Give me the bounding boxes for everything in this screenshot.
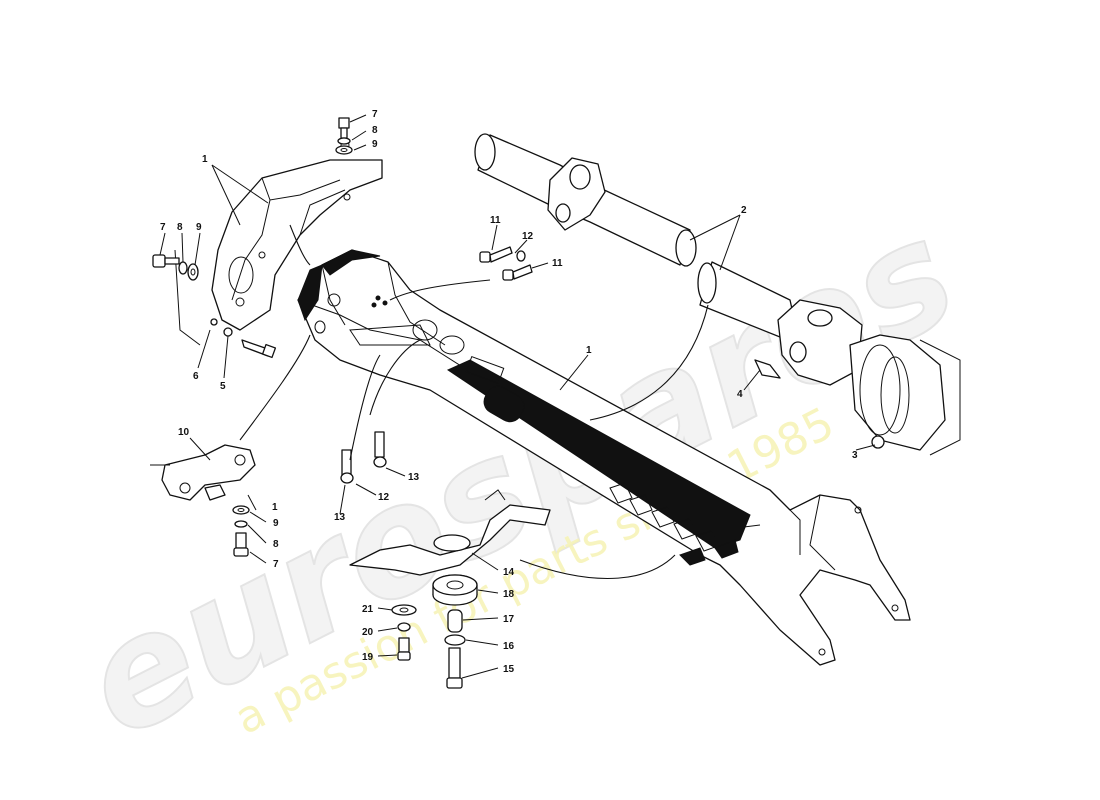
callout-1-top: 1 bbox=[202, 154, 208, 165]
callout-7-left: 7 bbox=[160, 222, 166, 233]
crossmember-main bbox=[297, 249, 911, 666]
bracket-10 bbox=[150, 444, 256, 501]
callout-9-top: 9 bbox=[372, 139, 378, 150]
callout-1-mid: 1 bbox=[586, 345, 592, 356]
bolt-stack-left bbox=[152, 254, 199, 281]
callout-20: 20 bbox=[362, 627, 374, 638]
callout-18: 18 bbox=[503, 589, 515, 600]
mount-plate-14 bbox=[349, 489, 551, 596]
mounting-bracket-upper bbox=[174, 140, 383, 346]
bolt-set-11-12 bbox=[479, 246, 533, 281]
callout-5: 5 bbox=[220, 381, 226, 392]
callout-3: 3 bbox=[852, 450, 858, 461]
callout-19: 19 bbox=[362, 652, 374, 663]
callout-2: 2 bbox=[741, 205, 747, 216]
callout-labels: 1 7 8 9 7 8 9 6 5 11 12 11 2 1 4 3 10 1 … bbox=[160, 109, 858, 675]
assembly-arrows bbox=[239, 224, 709, 580]
callout-8-low: 8 bbox=[273, 539, 279, 550]
callout-21: 21 bbox=[362, 604, 374, 615]
callout-12-top: 12 bbox=[522, 231, 534, 242]
callout-6: 6 bbox=[193, 371, 199, 382]
propeller-shaft-front bbox=[474, 133, 697, 267]
callout-4: 4 bbox=[737, 389, 743, 400]
propeller-shaft-rear bbox=[697, 261, 961, 456]
callout-7-low: 7 bbox=[273, 559, 279, 570]
bolt-5 bbox=[210, 318, 277, 359]
small-bolt-stack bbox=[391, 604, 417, 661]
callout-13-b: 13 bbox=[334, 512, 346, 523]
callout-9-low: 9 bbox=[273, 518, 279, 529]
bolt-stack-top bbox=[335, 117, 353, 155]
callout-13-a: 13 bbox=[408, 472, 420, 483]
callout-7-top: 7 bbox=[372, 109, 378, 120]
callout-11-b: 11 bbox=[552, 258, 563, 269]
bolt-set-12-13 bbox=[340, 431, 387, 484]
callout-1-low: 1 bbox=[272, 502, 278, 513]
leader-lines bbox=[159, 114, 876, 679]
bolt-stack-low bbox=[232, 505, 250, 557]
callout-14: 14 bbox=[503, 567, 515, 578]
callout-8-left: 8 bbox=[177, 222, 183, 233]
callout-15: 15 bbox=[503, 664, 515, 675]
callout-17: 17 bbox=[503, 614, 515, 625]
callout-8-top: 8 bbox=[372, 125, 378, 136]
callout-9-left: 9 bbox=[196, 222, 202, 233]
callout-11-a: 11 bbox=[490, 215, 501, 226]
callout-16: 16 bbox=[503, 641, 515, 652]
callout-10: 10 bbox=[178, 427, 190, 438]
callout-12-mid: 12 bbox=[378, 492, 390, 503]
isolator-stack bbox=[432, 574, 478, 689]
